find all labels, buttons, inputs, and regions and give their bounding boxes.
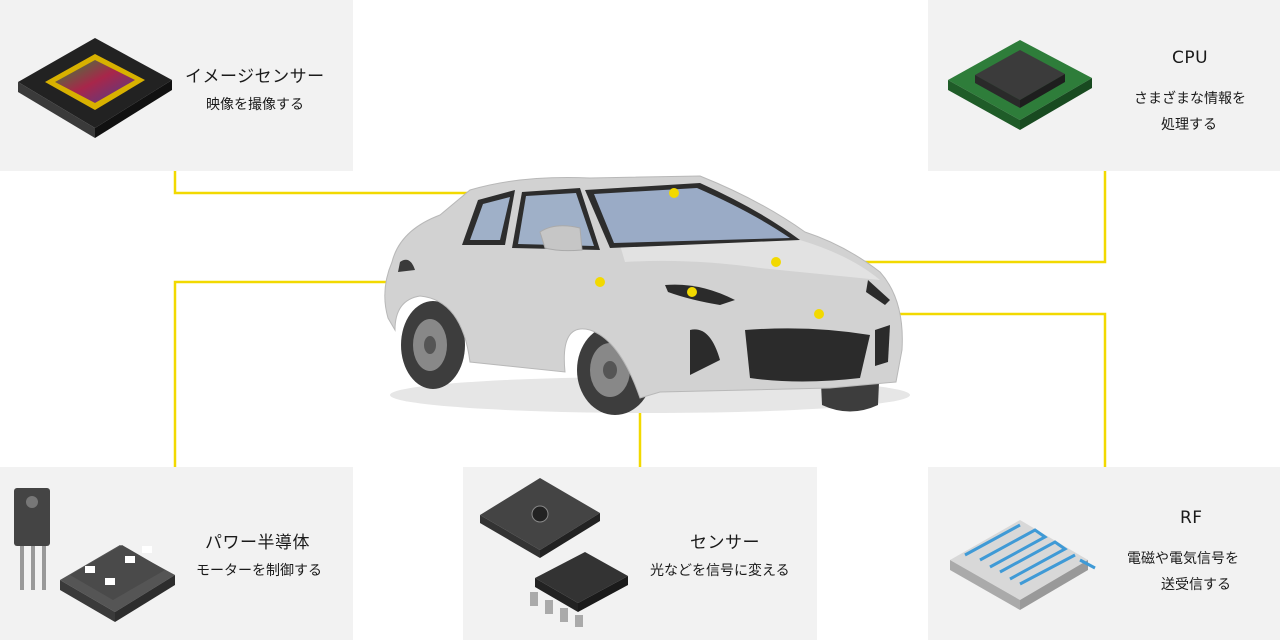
connector-dots [595, 188, 824, 319]
rf-title: RF [1180, 508, 1203, 528]
cpu-desc-line1: さまざまな情報を [1134, 91, 1246, 107]
power-semiconductor-desc: モーターを制御する [196, 563, 322, 579]
connector-rf [819, 312, 1107, 467]
sensor-title: センサー [690, 533, 760, 553]
image-sensor-desc: 映像を撮像する [206, 97, 304, 113]
power-semiconductor-icon [14, 488, 175, 622]
cpu-desc-line2: 処理する [1161, 117, 1217, 133]
connector-cpu [776, 171, 1107, 264]
sensor-desc: 光などを信号に変える [650, 563, 790, 579]
rf-chip-icon [950, 520, 1096, 610]
rear-wheel [401, 301, 465, 389]
image-sensor-title: イメージセンサー [185, 67, 325, 87]
rf-desc-line1: 電磁や電気信号を [1127, 551, 1239, 567]
power-semiconductor-panel [0, 467, 353, 640]
car-illustration [384, 175, 910, 415]
power-semiconductor-title: パワー半導体 [205, 533, 310, 553]
sensor-chips-icon [480, 478, 628, 627]
cpu-chip-icon [948, 40, 1092, 130]
image-sensor-chip-icon [18, 38, 172, 138]
rf-desc-line2: 送受信する [1161, 577, 1231, 593]
cpu-title: CPU [1172, 48, 1209, 68]
